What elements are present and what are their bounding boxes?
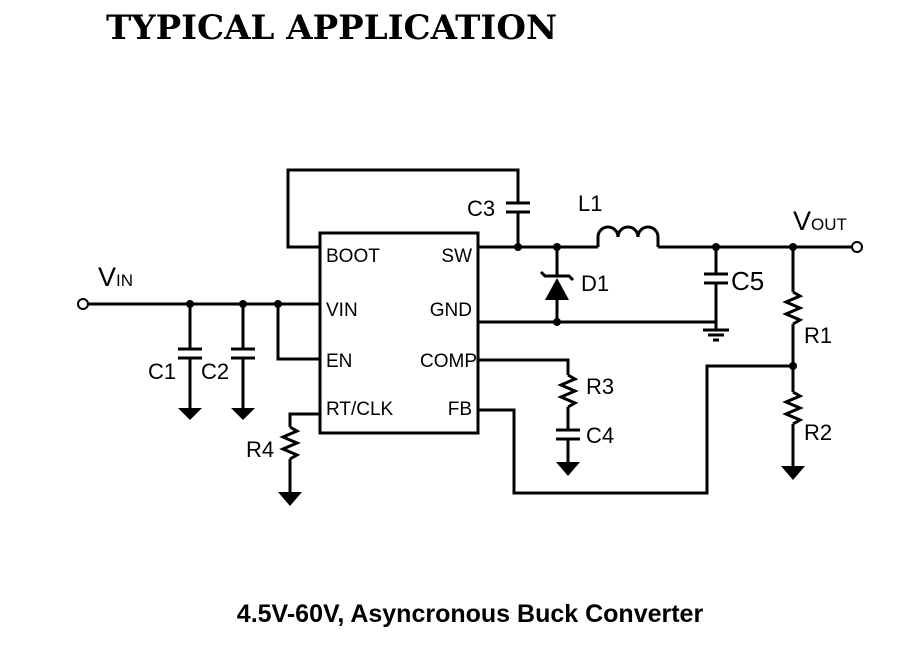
vin-terminal <box>77 298 89 310</box>
ground-icon <box>231 408 255 420</box>
label-r3: R3 <box>586 374 614 399</box>
wire-boot <box>286 168 520 249</box>
label-vout: VOUT <box>793 206 847 236</box>
pin-vin: VIN <box>326 300 358 321</box>
label-vin: VIN <box>98 262 133 292</box>
wire-en <box>276 304 320 361</box>
resistor-r4 <box>279 425 301 461</box>
pin-comp: COMP <box>420 351 477 372</box>
page-title: TYPICAL APPLICATION <box>106 8 558 48</box>
pin-en: EN <box>326 351 352 372</box>
pin-sw: SW <box>441 246 472 267</box>
ground-icon <box>781 466 805 480</box>
ground-icon <box>556 462 580 476</box>
label-c4: C4 <box>586 423 614 448</box>
label-l1: L1 <box>578 191 602 216</box>
label-d1: D1 <box>581 271 609 296</box>
vout-terminal <box>851 241 863 253</box>
wire-comp <box>478 358 570 375</box>
inductor-l1 <box>596 225 660 247</box>
wire-rt-clk <box>288 412 320 427</box>
label-c3: C3 <box>467 196 495 221</box>
ground-icon <box>278 492 302 506</box>
diode-d1 <box>545 278 569 300</box>
label-r2: R2 <box>804 420 832 445</box>
pin-rt-clk: RT/CLK <box>326 399 394 420</box>
ground-icon <box>178 408 202 420</box>
resistor-r1 <box>782 290 804 326</box>
pin-fb: FB <box>448 399 472 420</box>
label-r1: R1 <box>804 323 832 348</box>
pin-gnd: GND <box>430 300 472 321</box>
wire-fb <box>478 364 793 495</box>
resistor-r2 <box>782 390 804 426</box>
resistor-r3 <box>557 373 579 409</box>
figure-caption: 4.5V-60V, Asyncronous Buck Converter <box>236 600 704 628</box>
label-c1: C1 <box>148 359 176 384</box>
ic-body <box>318 231 480 435</box>
label-c2: C2 <box>201 359 229 384</box>
diode-d1-bar <box>539 270 575 282</box>
pin-boot: BOOT <box>326 246 380 267</box>
label-r4: R4 <box>246 437 274 462</box>
label-c5: C5 <box>731 266 764 296</box>
